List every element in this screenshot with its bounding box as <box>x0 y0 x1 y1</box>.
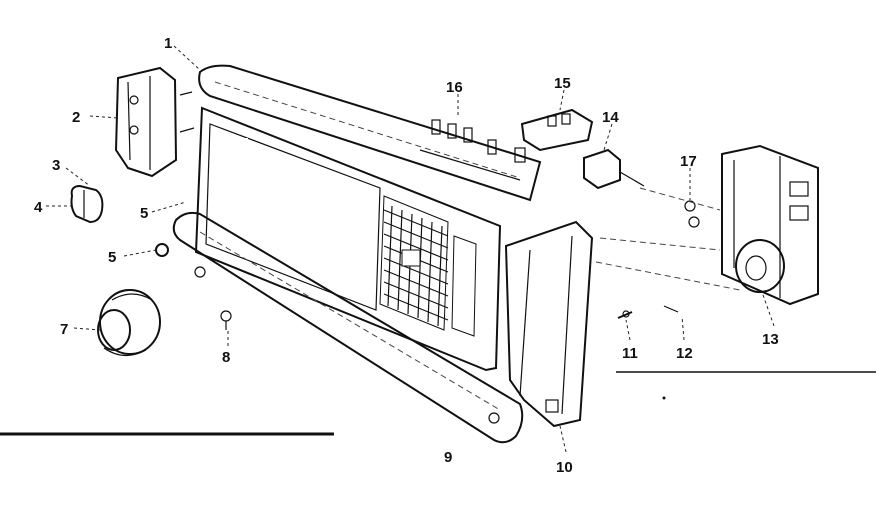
part-6-screw <box>155 243 169 257</box>
part-1-top-trim <box>198 64 542 202</box>
callout-10: 10 <box>556 459 573 476</box>
assembly-lines <box>595 187 741 291</box>
part-12-fastener <box>663 305 679 313</box>
control-panel <box>194 106 502 372</box>
part-17-spacer <box>684 200 700 228</box>
part-15-connector <box>520 108 594 152</box>
leader-lines <box>46 45 775 453</box>
callout-5-upper: 5 <box>140 205 148 222</box>
part-9-bottom-trim <box>172 211 524 444</box>
callout-17: 17 <box>680 153 697 170</box>
callout-13: 13 <box>762 331 779 348</box>
callout-8: 8 <box>222 349 230 366</box>
callout-labels: 1 2 3 4 5 5 7 8 9 10 11 12 13 14 15 16 1… <box>34 35 779 476</box>
callout-7: 7 <box>60 321 68 338</box>
part-2-left-bracket <box>114 66 195 178</box>
callout-4: 4 <box>34 199 43 216</box>
part-10-right-bracket <box>504 220 594 428</box>
part-7-large-knob <box>97 289 161 357</box>
part-11-fastener <box>617 310 633 319</box>
callout-11: 11 <box>622 345 638 362</box>
part-14-switch <box>583 148 645 190</box>
callout-3: 3 <box>52 157 60 174</box>
part-13-timer-assembly <box>721 144 819 306</box>
extra-screw <box>194 266 206 278</box>
callout-15: 15 <box>554 75 571 92</box>
callout-2: 2 <box>72 109 80 126</box>
part-8-screw <box>220 310 232 330</box>
callout-5-lower: 5 <box>108 249 116 266</box>
part-16-clips <box>431 119 526 163</box>
callout-1: 1 <box>164 35 172 52</box>
callout-16: 16 <box>446 79 463 96</box>
callout-12: 12 <box>676 345 693 362</box>
stray-mark <box>662 396 666 400</box>
callout-9: 9 <box>444 449 452 466</box>
callout-14: 14 <box>602 109 619 126</box>
part-4-small-knob <box>70 184 104 224</box>
